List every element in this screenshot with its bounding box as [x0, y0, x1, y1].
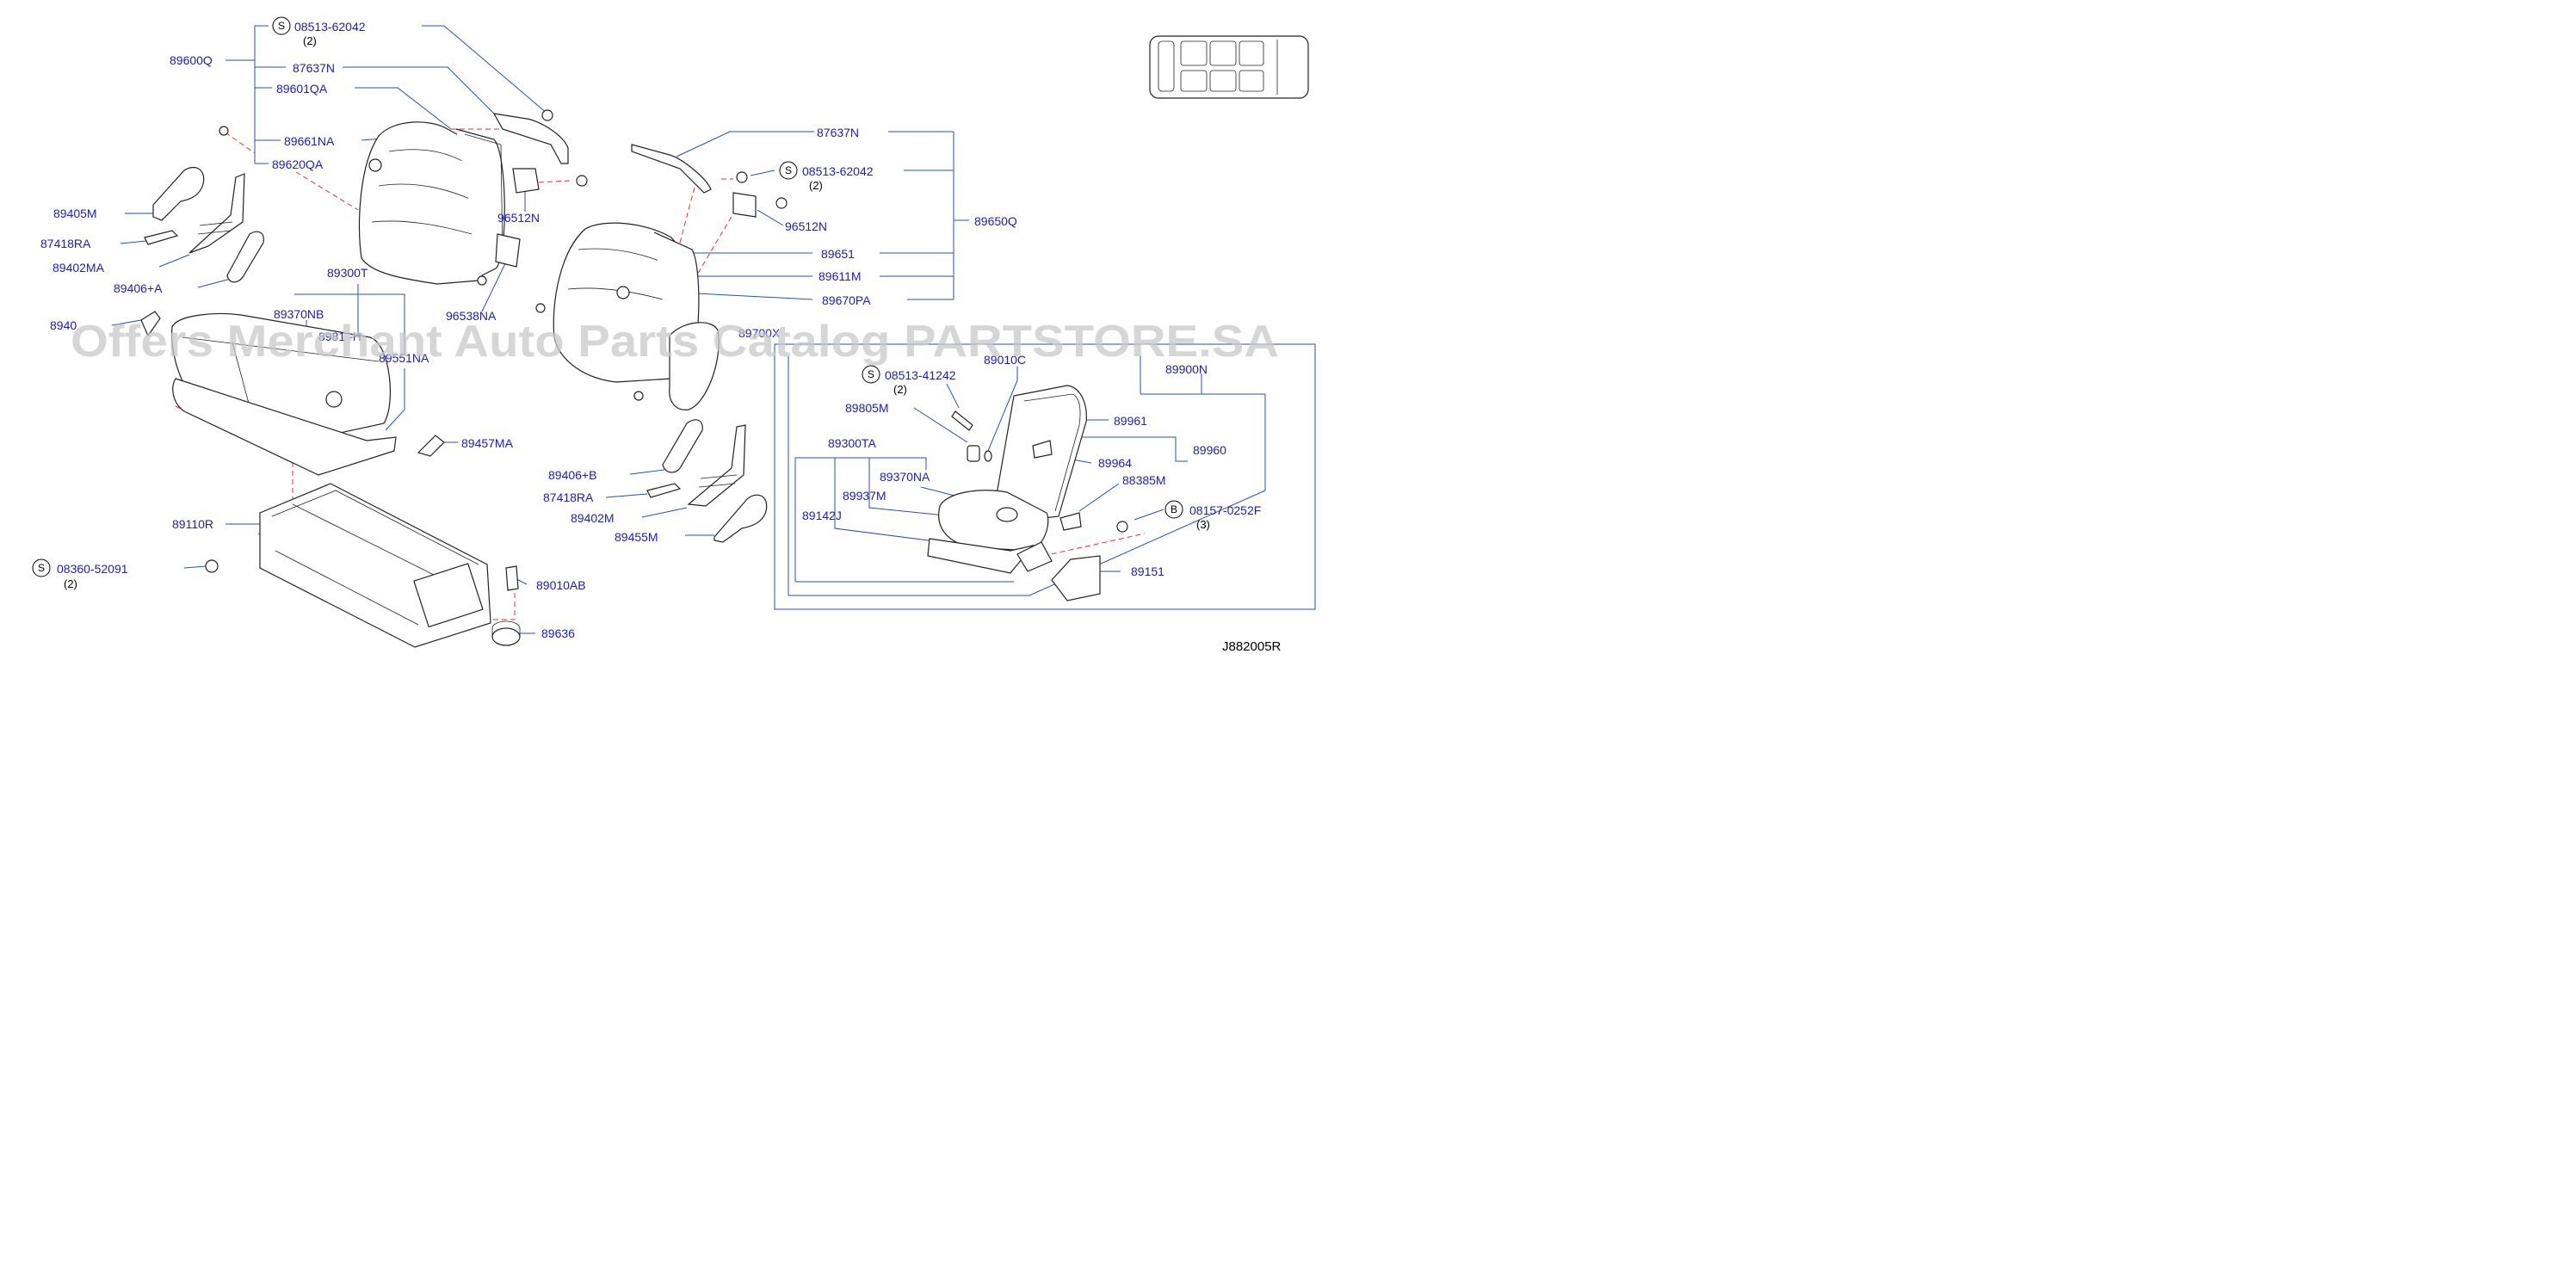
- right-seat-leaders: [774, 343, 1316, 610]
- quantity-label: (3): [1196, 518, 1210, 531]
- screw-symbol: S: [779, 161, 798, 180]
- quantity-label: (2): [303, 34, 317, 47]
- part-label: 8981 -H: [318, 330, 361, 343]
- screw-symbol: S: [272, 16, 291, 35]
- part-label: 08513-41242: [885, 368, 956, 382]
- svg-text:S: S: [38, 562, 45, 574]
- part-label: 87418RA: [543, 490, 594, 504]
- part-label: 89670PA: [822, 293, 871, 307]
- part-label: 89651: [821, 247, 855, 261]
- part-label: 89650Q: [974, 214, 1017, 228]
- part-label: 87637N: [817, 126, 859, 139]
- part-label: 89300TA: [828, 436, 876, 450]
- part-label: 96512N: [497, 211, 540, 225]
- svg-text:B: B: [1171, 503, 1177, 515]
- part-label: 89601QA: [276, 82, 328, 96]
- part-label: 89455M: [615, 530, 658, 544]
- vehicle-locator-icon: [1149, 35, 1309, 99]
- part-label: 89700X: [738, 326, 781, 340]
- screw-symbol: S: [32, 558, 51, 577]
- part-label: 89402MA: [53, 261, 105, 275]
- part-label: 89010AB: [536, 578, 586, 592]
- part-label: 89960: [1193, 443, 1226, 457]
- part-label: 89010C: [984, 353, 1026, 367]
- part-label: 96512N: [785, 219, 827, 233]
- seat-parts-diagram: S S S S B 08513-62042 (2) 89600Q 87637N …: [32, 16, 1316, 654]
- svg-text:S: S: [278, 20, 285, 32]
- quantity-label: (2): [64, 577, 77, 590]
- part-label: 89611M: [819, 269, 862, 283]
- part-label: 08360-52091: [57, 562, 128, 576]
- part-label: 89406+B: [548, 468, 596, 482]
- part-label: 89405M: [53, 207, 97, 220]
- part-label: 89964: [1098, 456, 1132, 470]
- watermark-text: Offers Merchant Auto Parts Catalog PARTS…: [71, 317, 1279, 367]
- part-label: 89636: [541, 626, 575, 640]
- left-seatback-leaders: [120, 25, 548, 312]
- quantity-label: (2): [893, 383, 907, 396]
- part-label: 89402M: [571, 511, 615, 525]
- part-label: 89900N: [1165, 362, 1208, 376]
- part-label: 89151: [1131, 564, 1164, 578]
- part-label: 89600Q: [170, 53, 213, 67]
- seat-frame-drawing: [205, 483, 521, 648]
- part-label: 89551NA: [379, 351, 429, 365]
- svg-text:S: S: [868, 368, 874, 380]
- part-label: 89370NB: [274, 307, 324, 321]
- part-label: 08513-62042: [294, 20, 366, 34]
- center-small-parts: [646, 419, 768, 543]
- part-label: 8940: [50, 318, 77, 332]
- part-label: 89805M: [845, 401, 889, 415]
- diagram-code: J882005R: [1222, 639, 1282, 654]
- symbol-circles: S S S S B: [32, 16, 1183, 577]
- part-label: 89110R: [172, 517, 213, 531]
- quantity-label: (2): [809, 179, 823, 192]
- part-label: 89937M: [843, 489, 886, 503]
- part-label: 87418RA: [40, 237, 91, 250]
- part-label: 89961: [1114, 414, 1147, 428]
- center-seatback-drawing: [535, 144, 788, 410]
- part-label: 08157-0252F: [1189, 503, 1261, 517]
- part-label: 88385M: [1122, 473, 1166, 487]
- part-label: 89370NA: [880, 470, 930, 484]
- screw-symbol: S: [862, 365, 880, 384]
- part-label: 08513-62042: [802, 164, 874, 178]
- part-label: 89661NA: [284, 134, 335, 148]
- left-seatback-drawing: [219, 121, 505, 286]
- rear-seat-cushion-drawing: [140, 311, 445, 476]
- bolt-symbol: B: [1164, 500, 1183, 519]
- part-label: 89406+A: [114, 281, 163, 295]
- part-label: 89300T: [327, 266, 368, 280]
- left-small-parts: [144, 109, 588, 283]
- svg-text:S: S: [785, 164, 792, 176]
- part-label: 89142J: [802, 509, 842, 522]
- part-label: 89457MA: [461, 436, 514, 450]
- part-label: 89620QA: [272, 157, 324, 171]
- right-seat-drawing: [927, 385, 1128, 601]
- part-label: 87637N: [293, 61, 335, 75]
- part-labels: 08513-62042 (2) 89600Q 87637N 89601QA 89…: [40, 20, 1282, 654]
- part-label: 96538NA: [446, 309, 497, 323]
